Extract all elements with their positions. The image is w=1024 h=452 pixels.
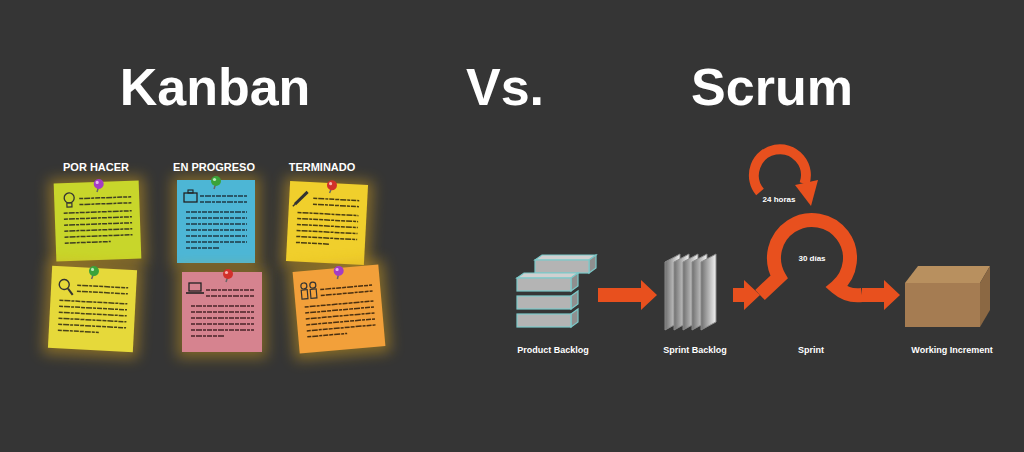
sticky-note (177, 268, 267, 358)
sticky-note (281, 177, 374, 271)
backlog-stack (517, 255, 596, 327)
backlog-item: Sprint Backlog (657, 240, 733, 357)
sticky-note (287, 260, 391, 360)
sticky-note (43, 262, 143, 359)
flow-arrow (598, 280, 657, 310)
node-label: Sprint (798, 344, 824, 356)
node-label: Product Backlog (517, 344, 589, 356)
flow-arrow (862, 280, 900, 310)
main-title: Scrum (691, 59, 853, 116)
sprint-stage: Sprint (760, 148, 862, 357)
column-header: POR HACER (63, 161, 129, 173)
increment-box (905, 266, 990, 327)
cycle-label: 30 días (798, 255, 825, 264)
sticky-note (49, 176, 147, 267)
increment-item: Working Increment (900, 240, 1004, 357)
column-header: TERMINADO (289, 161, 356, 173)
sticky-note (172, 176, 260, 268)
cycle-label: 24 horas (763, 196, 796, 205)
loop-arrowhead (795, 180, 818, 206)
main-title: Vs. (466, 59, 544, 116)
node-label: Working Increment (911, 344, 992, 356)
main-title: Kanban (120, 59, 311, 116)
flow-arrow (733, 280, 760, 310)
sprint-cycle (754, 149, 862, 295)
column-header: EN PROGRESO (173, 161, 255, 173)
node-label: Sprint Backlog (663, 344, 727, 356)
backlog-sheets (665, 254, 716, 330)
backlog-item: Product Backlog (508, 240, 598, 357)
